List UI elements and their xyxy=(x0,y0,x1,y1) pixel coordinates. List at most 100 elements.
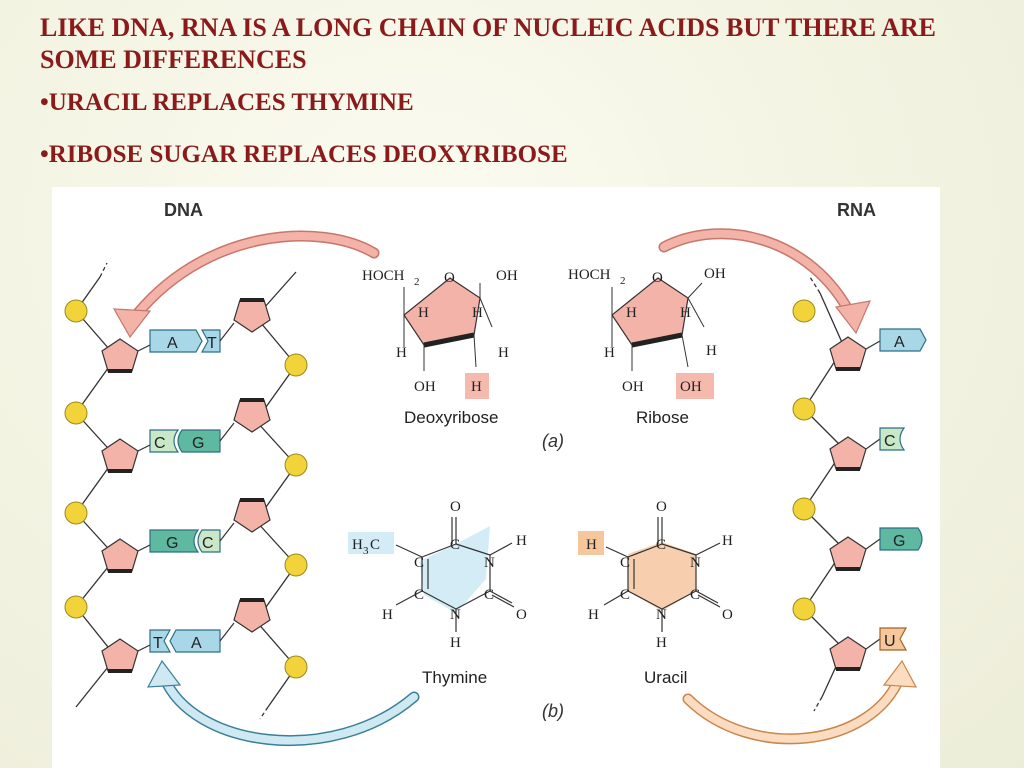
deoxyribose-oh-bottom: OH xyxy=(414,379,436,395)
figure-svg: DNA RNA xyxy=(64,200,927,747)
dna-left-phosphates xyxy=(64,299,88,619)
deoxyribose-hoch2-sub: 2 xyxy=(414,276,420,288)
thymine-c6: C xyxy=(414,587,424,603)
dna-pair-2: C G xyxy=(149,429,221,453)
arrow-dna-bottom-head xyxy=(146,659,182,688)
uracil-n3: N xyxy=(690,555,701,571)
rna-sugar-edges xyxy=(836,367,860,671)
sugar xyxy=(829,336,867,370)
sugar xyxy=(829,636,867,670)
rna-sugars xyxy=(829,336,867,670)
dna-rna-figure: DNA RNA xyxy=(52,187,940,768)
ribose-h-left-in: H xyxy=(626,305,637,321)
dna-glycosidic-bonds xyxy=(137,322,235,652)
ribose-h-right-in: H xyxy=(680,305,691,321)
uracil-structure: O H C N H C O N H C C H Uracil xyxy=(578,499,733,687)
sugar xyxy=(101,638,139,672)
sugar xyxy=(233,499,271,533)
dna-right-strand xyxy=(255,271,297,720)
dna-right-sugars xyxy=(233,299,271,633)
arrow-dna-bottom-outline xyxy=(158,671,420,747)
thymine-structure: O H 3 C C N H C O N H C C H Thymine xyxy=(348,499,527,687)
base-label: U xyxy=(884,633,896,650)
thymine-c2: C xyxy=(450,537,460,553)
ribose-ring-o: O xyxy=(652,270,663,286)
rna-base-c: C xyxy=(879,427,906,451)
sugar xyxy=(101,438,139,472)
arrow-dna-bottom xyxy=(160,673,418,745)
slide-heading: LIKE DNA, RNA IS A LONG CHAIN OF NUCLEIC… xyxy=(40,13,936,74)
arrow-rna-top xyxy=(660,229,856,321)
phosphate xyxy=(792,597,816,621)
thymine-methyl: H xyxy=(352,537,363,553)
sugar xyxy=(233,599,271,633)
rna-phosphates xyxy=(792,299,816,621)
deoxyribose-oh-top: OH xyxy=(496,268,518,284)
base-label: G xyxy=(893,533,905,550)
deoxyribose-h-left-in: H xyxy=(418,305,429,321)
ribose-h-right-out: H xyxy=(706,343,717,359)
dna-right-sugar-edges xyxy=(240,298,264,602)
phosphate xyxy=(284,553,308,577)
thymine-name: Thymine xyxy=(422,668,487,687)
uracil-h-n3: H xyxy=(722,533,733,549)
arrow-rna-bottom-head xyxy=(882,659,918,688)
phosphate xyxy=(284,655,308,679)
sugar xyxy=(829,436,867,470)
arrow-rna-bottom xyxy=(684,673,904,743)
uracil-h-c6: H xyxy=(588,607,599,623)
base-label: T xyxy=(207,335,217,352)
deoxyribose-h-right-in: H xyxy=(472,305,483,321)
ribose-highlight-oh: OH xyxy=(680,379,702,395)
sugar xyxy=(101,538,139,572)
uracil-c6: C xyxy=(620,587,630,603)
thymine-h-c6: H xyxy=(382,607,393,623)
thymine-n1: N xyxy=(450,607,461,623)
phosphate xyxy=(284,453,308,477)
base-label: A xyxy=(894,334,905,351)
thymine-h-n3: H xyxy=(516,533,527,549)
deoxyribose-structure: HOCH 2 O OH H H H H OH H Deoxyribose xyxy=(362,268,518,427)
uracil-c2: C xyxy=(656,537,666,553)
dna-pair-3: G C xyxy=(149,529,221,553)
thymine-methyl-sub: 3 xyxy=(363,545,369,557)
deoxyribose-ring-o: O xyxy=(444,270,455,286)
base-label: T xyxy=(153,635,163,652)
ribose-hoch2: HOCH xyxy=(568,267,611,283)
base-label: C xyxy=(202,535,214,552)
thymine-h-n1: H xyxy=(450,635,461,651)
dna-left-sugars xyxy=(101,338,139,672)
phosphate xyxy=(284,353,308,377)
thymine-o-top: O xyxy=(450,499,461,515)
thymine-methyl-c: C xyxy=(370,537,380,553)
base-label: G xyxy=(192,435,204,452)
dna-label: DNA xyxy=(164,200,203,220)
dna-right-phosphates xyxy=(284,353,308,679)
phosphate xyxy=(64,299,88,323)
thymine-o-right: O xyxy=(516,607,527,623)
ribose-h-left-out: H xyxy=(604,345,615,361)
arrow-rna-bottom-outline xyxy=(682,671,906,745)
dna-pair-4: T A xyxy=(149,629,221,653)
ribose-oh-top: OH xyxy=(704,266,726,282)
phosphate xyxy=(792,497,816,521)
uracil-o-right: O xyxy=(722,607,733,623)
base-label: C xyxy=(884,433,896,450)
uracil-c5: C xyxy=(620,555,630,571)
deoxyribose-h-left-out: H xyxy=(396,345,407,361)
deoxyribose-h-right-out: H xyxy=(498,345,509,361)
ribose-oh-bottom: OH xyxy=(622,379,644,395)
phosphate xyxy=(64,401,88,425)
uracil-name: Uracil xyxy=(644,668,687,687)
uracil-c4: C xyxy=(690,587,700,603)
phosphate xyxy=(64,501,88,525)
slide-text: LIKE DNA, RNA IS A LONG CHAIN OF NUCLEIC… xyxy=(40,12,1000,170)
ribose-hoch2-sub: 2 xyxy=(620,275,626,287)
deoxyribose-hoch2: HOCH xyxy=(362,268,405,284)
rna-base-a: A xyxy=(879,328,927,352)
base-label: C xyxy=(154,435,166,452)
base-label: G xyxy=(166,535,178,552)
sugar xyxy=(101,338,139,372)
uracil-o-top: O xyxy=(656,499,667,515)
dna-pair-1: A T xyxy=(149,329,221,353)
